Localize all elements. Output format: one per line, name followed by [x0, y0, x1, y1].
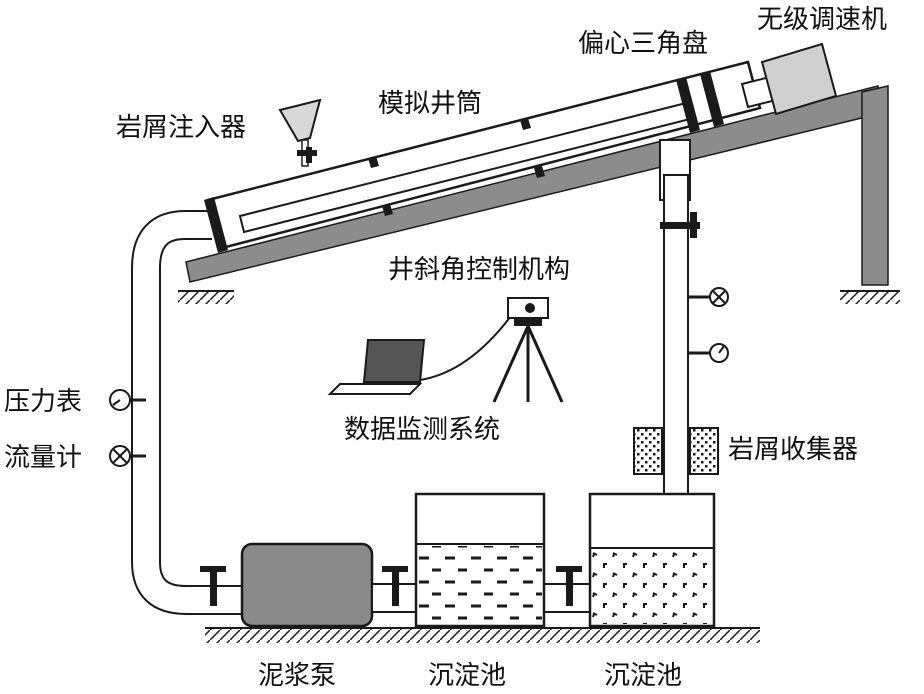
cuttings-collector: [633, 427, 719, 475]
label-simulated-wellbore: 模拟井筒: [378, 89, 482, 119]
label-settling-tank-2: 沉淀池: [604, 661, 682, 691]
bottom-valves: [200, 566, 593, 613]
cuttings-injector: [278, 98, 322, 167]
label-data-monitoring: 数据监测系统: [344, 415, 500, 445]
label-mud-pump: 泥浆泵: [258, 661, 336, 691]
label-pressure-gauge: 压力表: [4, 387, 82, 417]
inlet-pipe: [131, 210, 250, 615]
mud-pump: [240, 542, 374, 628]
ground: [178, 290, 900, 643]
camera-tripod-icon: [492, 297, 564, 403]
inlet-pressure-gauge-icon: [109, 389, 146, 411]
outlet-flow-meter-icon: [709, 287, 729, 307]
laptop-icon: [327, 311, 515, 395]
label-flow-meter: 流量计: [4, 443, 82, 473]
outlet-pressure-gauge-icon: [709, 343, 729, 363]
label-settling-tank-1: 沉淀池: [428, 661, 506, 691]
inclined-frame: [185, 85, 889, 286]
label-cuttings-injector: 岩屑注入器: [116, 113, 246, 143]
inlet-flow-meter-icon: [109, 445, 146, 467]
label-stepless-motor: 无级调速机: [757, 5, 887, 35]
label-inclination-control: 井斜角控制机构: [388, 255, 570, 285]
settling-tank-1: [414, 492, 546, 628]
outlet-pipe: [659, 139, 710, 496]
label-cuttings-collector: 岩屑收集器: [728, 435, 858, 465]
simulated-wellbore: [204, 60, 762, 253]
stepless-motor: [740, 42, 838, 116]
label-eccentric-disc: 偏心三角盘: [578, 29, 708, 59]
settling-tank-2: [588, 492, 716, 628]
